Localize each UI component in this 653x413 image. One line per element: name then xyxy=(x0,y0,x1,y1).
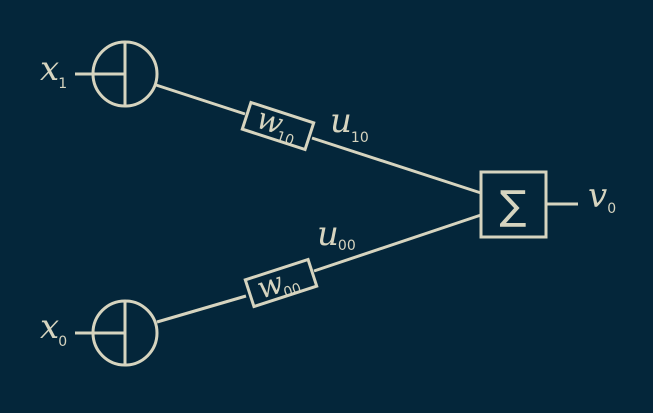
edge-label-u00: u00 xyxy=(317,214,356,254)
weight-node-w10: w10 xyxy=(240,100,316,152)
sum-node: ∑ xyxy=(479,170,548,239)
weight-rect-icon xyxy=(240,100,316,152)
edge-label-u10: u10 xyxy=(330,101,369,146)
weight-rect-icon xyxy=(243,257,319,309)
output-label-v0: v0 xyxy=(588,176,616,217)
edge-var-u10: u xyxy=(330,101,352,141)
input-node-x1 xyxy=(75,40,159,108)
input-var-x1: x xyxy=(40,49,59,89)
output-sub-v0: 0 xyxy=(607,201,616,217)
edge-w00-to-sum xyxy=(313,213,482,273)
weight-label-w10: w10 xyxy=(252,101,303,149)
input-label-x1: x1 xyxy=(40,49,67,92)
input-var-x0: x xyxy=(40,307,59,347)
output-var-v0: v xyxy=(588,176,607,216)
input-label-x0: x0 xyxy=(40,307,67,350)
input-node-x0 xyxy=(75,299,159,367)
input-sub-x1: 1 xyxy=(58,76,67,92)
edge-var-u00: u xyxy=(317,214,339,254)
edge-sub-u00: 00 xyxy=(338,238,356,254)
edge-sub-u10: 10 xyxy=(351,130,369,146)
edge-w10-to-sum xyxy=(311,136,482,195)
input-sub-x0: 0 xyxy=(58,334,67,350)
weight-sub-w00: 00 xyxy=(282,280,304,301)
sum-symbol: ∑ xyxy=(500,183,527,229)
edge-x1-to-w10 xyxy=(155,83,246,116)
edge-x0-to-w00 xyxy=(156,294,247,324)
weight-node-w00: w00 xyxy=(243,257,319,309)
weight-sub-w10: 10 xyxy=(274,128,296,149)
